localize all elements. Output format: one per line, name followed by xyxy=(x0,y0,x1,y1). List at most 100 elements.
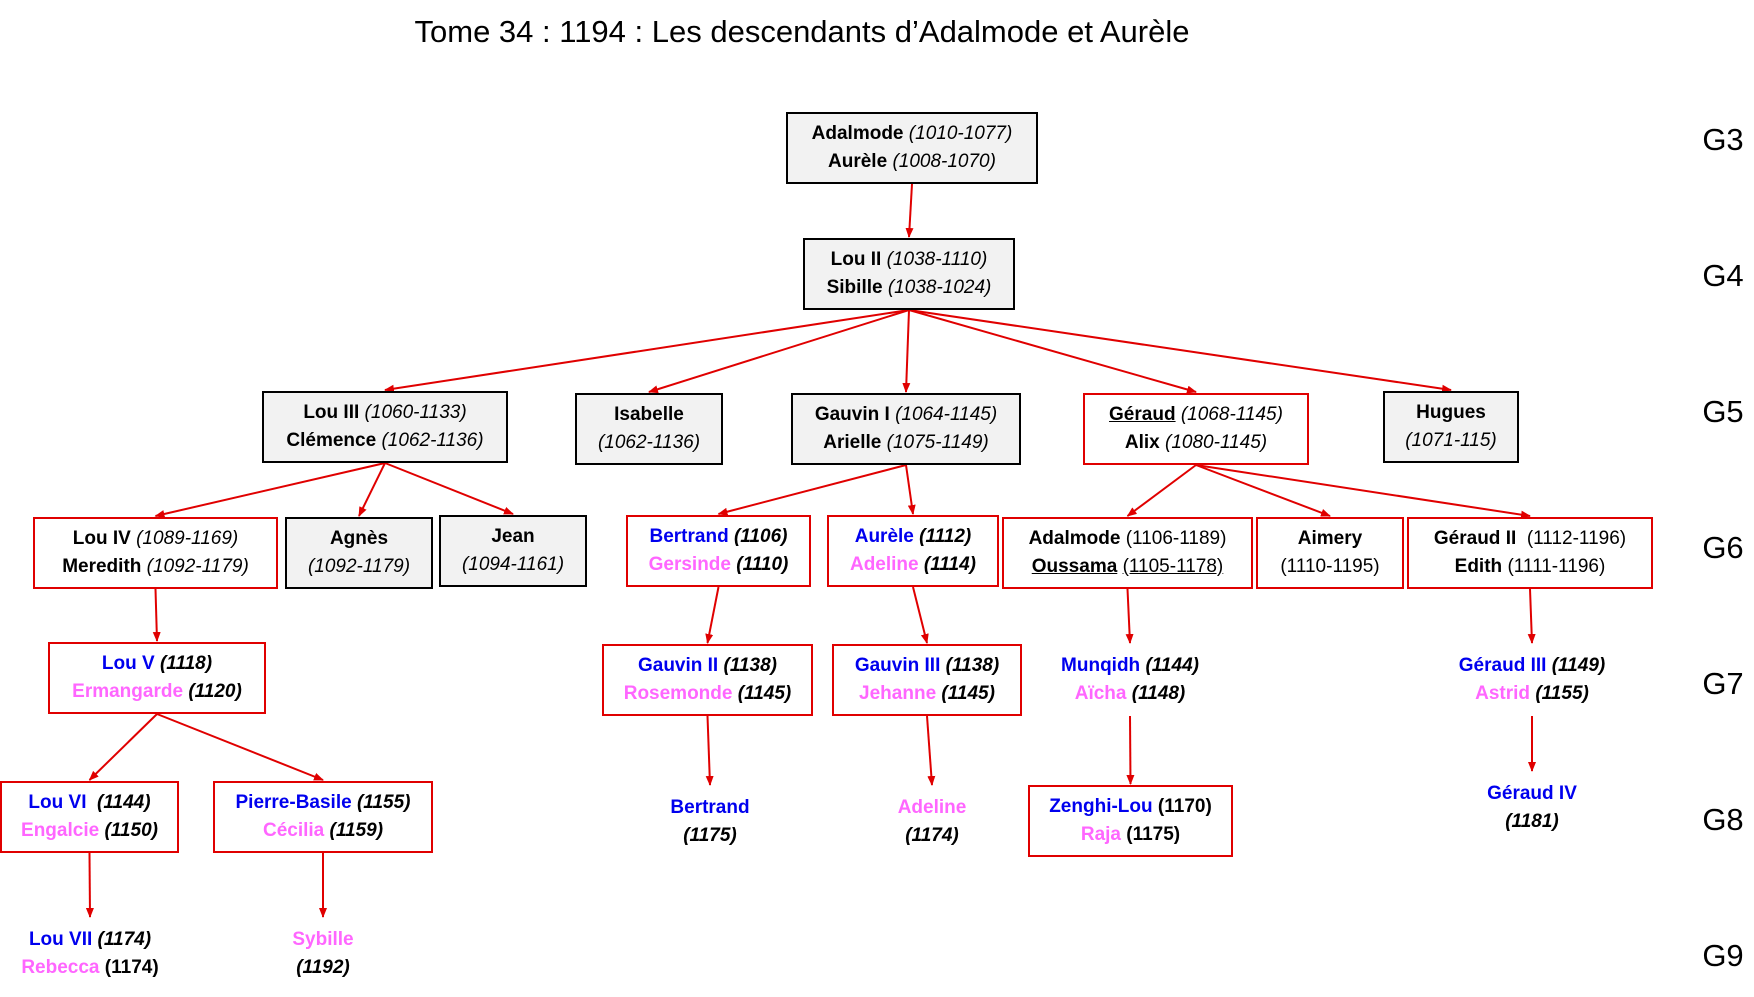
spouse-name: Sibille xyxy=(826,277,883,298)
generation-label-g9: G9 xyxy=(1702,938,1744,973)
link-arrow-adalmode_aurele-to-lou2_sibille xyxy=(905,183,914,238)
person-dates: (1060-1133) xyxy=(364,402,467,423)
person-dates: (1144) xyxy=(1145,655,1199,676)
person-name: Gauvin III xyxy=(854,655,941,676)
link-arrow-gauvin2_rosemonde-to-bertrand_g8 xyxy=(705,715,714,786)
person-name: Hugues xyxy=(1416,402,1486,423)
person-box-bertrand-g8: Bertrand (1175) xyxy=(640,786,780,858)
spouse-dates: (1159) xyxy=(329,820,384,841)
link-arrow-gauvin1_arielle-to-aurele_adeline xyxy=(905,464,916,515)
spouse-name: Meredith xyxy=(62,556,142,577)
spouse-name: Aïcha xyxy=(1074,683,1127,704)
person-name: Lou III xyxy=(303,402,360,423)
spouse-dates: (1145) xyxy=(737,683,792,704)
generation-label-g3: G3 xyxy=(1702,122,1744,157)
person-dates: (1149) xyxy=(1551,655,1606,676)
spouse-name: Adeline xyxy=(849,554,919,575)
person-box-lou4-meredith: Lou IV (1089-1169) Meredith (1092-1179) xyxy=(33,517,278,589)
link-arrow-lou5_ermangarde-to-pierrebasile_cecilia xyxy=(156,713,324,781)
spouse-name: Clémence xyxy=(286,430,377,451)
person-name: Lou V xyxy=(101,653,155,674)
person-name: Géraud II xyxy=(1433,528,1517,549)
person-dates: (1138) xyxy=(723,655,778,676)
person-dates: (1064-1145) xyxy=(895,404,998,425)
person-name: Munqidh xyxy=(1061,655,1141,676)
spouse-dates: (1175) xyxy=(1126,824,1181,845)
person-name: Gauvin II xyxy=(637,655,719,676)
person-box-sybille: Sybille (1192) xyxy=(253,918,393,990)
person-dates: (1071-115) xyxy=(1405,430,1497,451)
person-dates: (1068-1145) xyxy=(1180,404,1283,425)
spouse-name: Rosemonde xyxy=(623,683,733,704)
link-arrow-munqidh_aicha-to-zenghilou_raja xyxy=(1126,715,1135,785)
page-title: Tome 34 : 1194 : Les descendants d’Adalm… xyxy=(414,14,1190,49)
person-name: Bertrand xyxy=(670,797,750,818)
spouse-name: Gersinde xyxy=(648,554,731,575)
person-box-gauvin3-jehanne: Gauvin III (1138) Jehanne (1145) xyxy=(832,644,1022,716)
spouse-name: Rebecca xyxy=(21,957,100,978)
person-box-hugues: Hugues (1071-115) xyxy=(1383,391,1519,463)
person-name: Pierre-Basile xyxy=(235,792,352,813)
spouse-name: Oussama xyxy=(1031,556,1118,577)
person-name: Géraud xyxy=(1109,404,1176,425)
person-name: Lou VI xyxy=(28,792,87,813)
spouse-dates: (1114) xyxy=(923,554,976,575)
spouse-dates: (1155) xyxy=(1535,683,1589,704)
person-box-aurele-adeline: Aurèle (1112) Adeline (1114) xyxy=(827,515,999,587)
person-box-lou2-sibille: Lou II (1038-1110) Sibille (1038-1024) xyxy=(803,238,1015,310)
person-name: Gauvin I xyxy=(814,404,890,425)
person-box-gauvin2-rosemonde: Gauvin II (1138) Rosemonde (1145) xyxy=(602,644,813,716)
person-dates: (1174) xyxy=(905,825,959,846)
person-box-bertrand-gersinde: Bertrand (1106) Gersinde (1110) xyxy=(626,515,811,587)
spouse-dates: (1075-1149) xyxy=(886,432,989,453)
link-arrow-lou3_clemence-to-lou4_meredith xyxy=(154,462,386,518)
person-dates: (1112-1196) xyxy=(1526,528,1627,549)
person-name: Adeline xyxy=(897,797,967,818)
person-box-lou3-clemence: Lou III (1060-1133) Clémence (1062-1136) xyxy=(262,391,508,463)
spouse-dates: (1008-1070) xyxy=(892,151,996,172)
person-name: Géraud III xyxy=(1458,655,1547,676)
person-box-gauvin1-arielle: Gauvin I (1064-1145) Arielle (1075-1149) xyxy=(791,393,1021,465)
generation-label-g6: G6 xyxy=(1702,530,1744,565)
link-arrow-adalmode_oussama-to-munqidh_aicha xyxy=(1125,588,1134,644)
person-box-aimery: Aimery (1110-1195) xyxy=(1256,517,1404,589)
person-dates: (1144) xyxy=(97,792,151,813)
person-name: Jean xyxy=(491,526,535,547)
link-arrow-lou6_engalcie-to-lou7_rebecca xyxy=(85,852,94,918)
link-arrow-lou3_clemence-to-jean xyxy=(384,462,514,515)
person-box-jean: Jean (1094-1161) xyxy=(439,515,587,587)
spouse-dates: (1110) xyxy=(736,554,789,575)
spouse-name: Engalcie xyxy=(21,820,100,841)
spouse-dates: (1111-1196) xyxy=(1507,556,1606,577)
spouse-dates: (1150) xyxy=(104,820,158,841)
link-arrow-geraud_alix-to-aimery xyxy=(1195,464,1331,517)
person-name: Isabelle xyxy=(614,404,684,425)
spouse-dates: (1174) xyxy=(104,957,159,978)
person-name: Aurèle xyxy=(854,526,914,547)
person-dates: (1175) xyxy=(683,825,737,846)
link-arrow-gauvin3_jehanne-to-adeline_g8 xyxy=(926,715,936,786)
spouse-dates: (1062-1136) xyxy=(381,430,484,451)
link-arrow-geraud_alix-to-geraud2_edith xyxy=(1195,464,1531,519)
person-dates: (1010-1077) xyxy=(908,123,1013,144)
person-dates: (1094-1161) xyxy=(461,554,565,575)
spouse-dates: (1105-1178) xyxy=(1122,556,1224,577)
person-name: Agnès xyxy=(329,528,389,549)
person-dates: (1089-1169) xyxy=(136,528,239,549)
spouse-name: Astrid xyxy=(1475,683,1531,704)
person-dates: (1092-1179) xyxy=(307,556,411,577)
link-arrow-lou2_sibille-to-isabelle xyxy=(648,309,910,394)
link-arrow-geraud2_edith-to-geraud3_astrid xyxy=(1527,588,1536,644)
link-arrow-lou2_sibille-to-gauvin1_arielle xyxy=(902,309,911,393)
link-arrow-lou2_sibille-to-hugues xyxy=(908,309,1452,393)
link-arrow-lou2_sibille-to-geraud_alix xyxy=(908,309,1197,394)
person-name: Aimery xyxy=(1297,528,1363,549)
generation-label-g4: G4 xyxy=(1702,258,1744,293)
person-dates: (1062-1136) xyxy=(597,432,701,453)
link-arrow-lou2_sibille-to-lou3_clemence xyxy=(384,309,910,393)
link-arrow-geraud_alix-to-adalmode_oussama xyxy=(1126,464,1197,517)
person-box-geraud2-edith: Géraud II (1112-1196) Edith (1111-1196) xyxy=(1407,517,1653,589)
spouse-dates: (1092-1179) xyxy=(146,556,249,577)
person-dates: (1110-1195) xyxy=(1280,556,1380,577)
